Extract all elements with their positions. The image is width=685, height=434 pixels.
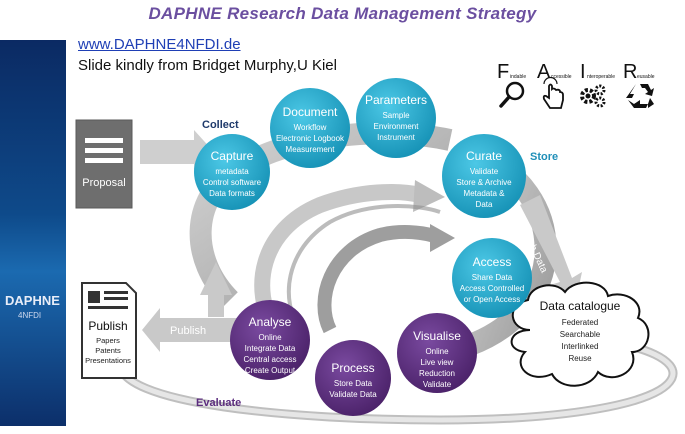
- catalogue-line-federated: Federated: [562, 318, 598, 327]
- svg-text:Live view: Live view: [421, 358, 454, 367]
- svg-text:Access: Access: [473, 255, 512, 269]
- analyse-to-capture-arrow: [200, 262, 232, 317]
- slide-credit: Slide kindly from Bridget Murphy,U Kiel: [78, 57, 337, 74]
- evaluate-label: Evaluate: [196, 397, 241, 409]
- fair-word-interoperable: nteroperable: [587, 74, 615, 80]
- stage-visualise[interactable]: Visualise Online Live view Reduction Val…: [397, 313, 477, 393]
- proposal-line-icon: [85, 138, 123, 143]
- svg-text:Validate: Validate: [470, 167, 499, 176]
- svg-text:Data formats: Data formats: [209, 189, 255, 198]
- publish-arrow: Publish: [142, 308, 250, 352]
- website-link[interactable]: www.DAPHNE4NFDI.de: [78, 36, 241, 53]
- svg-text:Parameters: Parameters: [365, 93, 427, 107]
- proposal-label: Proposal: [82, 177, 125, 189]
- svg-text:Central access: Central access: [244, 355, 297, 364]
- svg-text:Online: Online: [258, 333, 282, 342]
- stage-curate[interactable]: Curate Validate Store & Archive Metadata…: [442, 134, 526, 218]
- fair-letter-a: A: [537, 61, 551, 83]
- publish-line-patents: Patents: [95, 346, 121, 355]
- stage-access[interactable]: Access Share Data Access Controlled or O…: [452, 238, 532, 318]
- publish-line-papers: Papers: [96, 336, 120, 345]
- circuit-side-banner: [0, 40, 66, 426]
- data-catalogue[interactable]: Data catalogue Federated Searchable Inte…: [510, 281, 650, 387]
- svg-text:DAPHNE: DAPHNE: [5, 293, 60, 308]
- svg-text:Analyse: Analyse: [249, 315, 292, 329]
- magnifier-icon: [499, 81, 525, 108]
- svg-text:Integrate Data: Integrate Data: [245, 344, 296, 353]
- recycle-icon: [626, 84, 654, 108]
- fair-letter-r: R: [623, 61, 637, 83]
- svg-text:Access Controlled: Access Controlled: [460, 284, 524, 293]
- publish-line-presentations: Presentations: [85, 356, 131, 365]
- fair-interoperable: I nteroperable: [580, 61, 615, 108]
- document-image-icon: [88, 291, 100, 303]
- svg-text:Workflow: Workflow: [294, 123, 327, 132]
- fair-letter-i: I: [580, 61, 586, 83]
- svg-text:Visualise: Visualise: [413, 329, 461, 343]
- slide-title: DAPHNE Research Data Management Strategy: [148, 4, 537, 23]
- svg-text:Data: Data: [476, 200, 493, 209]
- daphne-logo: DAPHNE 4NFDI: [5, 293, 60, 320]
- svg-text:Curate: Curate: [466, 149, 502, 163]
- publish-document[interactable]: Publish Papers Patents Presentations: [81, 282, 137, 379]
- svg-text:metadata: metadata: [215, 167, 249, 176]
- stage-parameters[interactable]: Parameters Sample Environment Instrument: [356, 78, 436, 158]
- catalogue-title: Data catalogue: [540, 299, 621, 313]
- fair-principles: F indable A ccessible I nteroperable: [497, 61, 655, 109]
- stage-process[interactable]: Process Store Data Validate Data: [315, 340, 391, 416]
- publish-title: Publish: [88, 319, 127, 333]
- svg-text:or Open Access: or Open Access: [464, 295, 520, 304]
- svg-text:Store Data: Store Data: [334, 379, 373, 388]
- fair-word-findable: indable: [510, 74, 526, 80]
- store-label: Store: [530, 151, 558, 163]
- fair-word-reusable: eusable: [637, 74, 655, 80]
- svg-text:Capture: Capture: [211, 149, 254, 163]
- svg-text:Share Data: Share Data: [472, 273, 513, 282]
- svg-text:Document: Document: [283, 105, 338, 119]
- gears-icon: [580, 84, 606, 108]
- stage-document[interactable]: Document Workflow Electronic Logbook Mea…: [270, 88, 350, 168]
- stage-capture[interactable]: Capture metadata Control software Data f…: [194, 134, 270, 210]
- svg-text:Metadata &: Metadata &: [464, 189, 506, 198]
- svg-text:4NFDI: 4NFDI: [18, 311, 41, 320]
- fair-letter-f: F: [497, 61, 509, 83]
- svg-text:Store & Archive: Store & Archive: [456, 178, 512, 187]
- catalogue-line-interlinked: Interlinked: [562, 342, 599, 351]
- svg-text:Online: Online: [425, 347, 449, 356]
- svg-text:Validate: Validate: [423, 380, 452, 389]
- svg-text:Instrument: Instrument: [377, 133, 416, 142]
- svg-text:Electronic Logbook: Electronic Logbook: [276, 134, 345, 143]
- fair-word-accessible: ccessible: [551, 74, 572, 80]
- collect-label: Collect: [202, 119, 239, 131]
- svg-text:Validate Data: Validate Data: [329, 390, 377, 399]
- svg-text:Environment: Environment: [374, 122, 420, 131]
- hand-pointer-icon: [542, 76, 564, 109]
- catalogue-line-searchable: Searchable: [560, 330, 601, 339]
- stage-analyse[interactable]: Analyse Online Integrate Data Central ac…: [230, 300, 310, 380]
- svg-text:Measurement: Measurement: [286, 145, 336, 154]
- catalogue-line-reuse: Reuse: [568, 354, 592, 363]
- publish-arrow-label: Publish: [170, 325, 206, 337]
- svg-text:Sample: Sample: [382, 111, 410, 120]
- svg-text:Control software: Control software: [203, 178, 262, 187]
- svg-text:Reduction: Reduction: [419, 369, 455, 378]
- fair-reusable: R eusable: [623, 61, 655, 108]
- fair-findable: F indable: [497, 61, 526, 108]
- proposal-block[interactable]: Proposal: [75, 119, 214, 209]
- svg-text:Create Output: Create Output: [245, 366, 296, 375]
- svg-text:Process: Process: [331, 361, 374, 375]
- fair-accessible: A ccessible: [537, 61, 572, 109]
